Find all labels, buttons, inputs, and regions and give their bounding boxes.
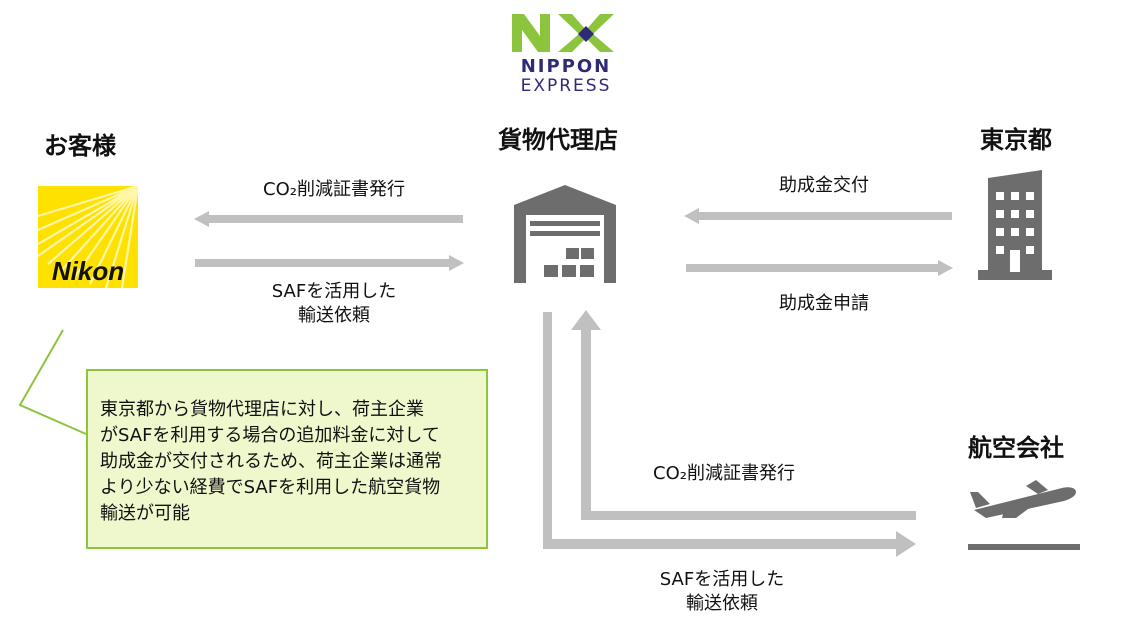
airplane-icon <box>966 472 1080 552</box>
note-line: より少ない経費でSAFを利用した航空貨物 <box>100 477 441 499</box>
label-saf-top: SAFを活用した 輸送依頼 <box>234 280 434 329</box>
label-saf-top-line2: 輸送依頼 <box>298 305 370 327</box>
note-callout: 東京都から貨物代理店に対し、荷主企業 がSAFを利用する場合の追加料金に対して … <box>86 369 488 549</box>
label-saf-top-line1: SAFを活用した <box>271 281 397 302</box>
tokyo-title: 東京都 <box>980 126 1052 154</box>
label-saf-bottom-line2: 輸送依頼 <box>686 593 758 615</box>
label-co2-bottom: CO₂削減証書発行 <box>653 463 795 484</box>
label-saf-bottom: SAFを活用した 輸送依頼 <box>622 568 822 617</box>
arrow-co2-to-forwarder <box>571 310 916 520</box>
airline-title: 航空会社 <box>968 434 1064 462</box>
nikon-logo-text: Nikon <box>52 256 124 286</box>
label-subsidy-grant: 助成金交付 <box>779 175 869 196</box>
label-co2-top: CO₂削減証書発行 <box>263 179 405 200</box>
arrow-grant-to-forwarder <box>684 208 952 224</box>
nx-mark-icon <box>512 14 614 52</box>
note-line: 輸送が可能 <box>100 503 190 525</box>
warehouse-icon <box>514 185 616 283</box>
building-icon <box>978 170 1052 280</box>
logo-wordmark-line1: NIPPON <box>520 56 612 77</box>
nikon-logo: Nikon <box>38 186 138 288</box>
forwarder-title: 貨物代理店 <box>498 126 618 154</box>
logo-wordmark-line2: EXPRESS <box>520 76 612 96</box>
note-line: 東京都から貨物代理店に対し、荷主企業 <box>100 399 424 420</box>
label-saf-bottom-line1: SAFを活用した <box>659 569 785 590</box>
customer-title: お客様 <box>44 132 116 160</box>
label-subsidy-apply: 助成金申請 <box>779 293 869 314</box>
arrow-saf-to-forwarder <box>195 255 464 271</box>
arrow-apply-to-tokyo <box>686 260 953 276</box>
nippon-express-logo: NIPPON EXPRESS <box>506 12 626 96</box>
arrow-saf-to-airline <box>543 312 916 557</box>
arrow-co2-to-customer <box>194 211 463 227</box>
note-line: 助成金が交付されるため、荷主企業は通常 <box>100 451 442 473</box>
note-pointer <box>18 329 87 435</box>
note-line: がSAFを利用する場合の追加料金に対して <box>100 425 440 447</box>
